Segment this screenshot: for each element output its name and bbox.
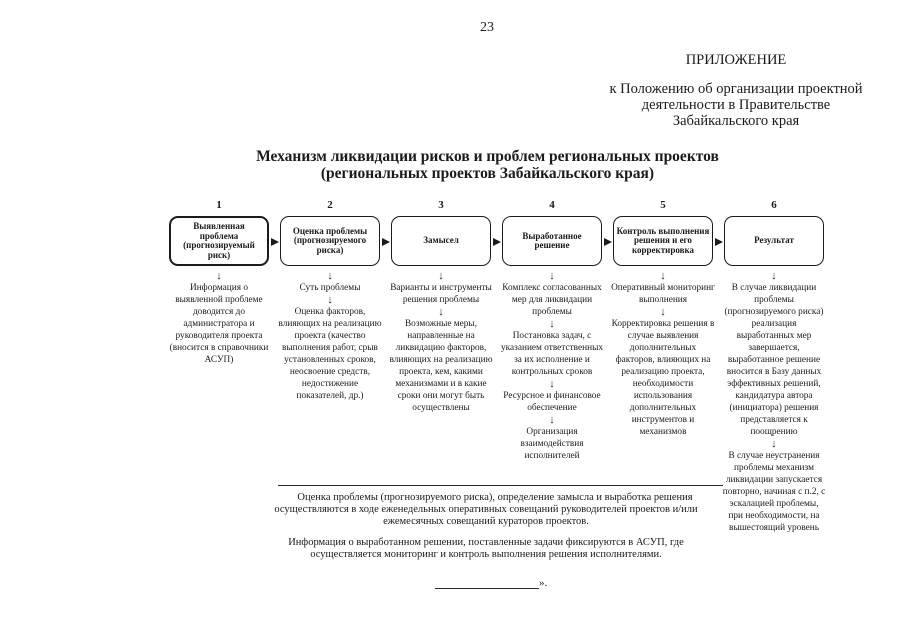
note-paragraph-1: Оценка проблемы (прогнозируемого риска),…: [274, 492, 698, 527]
flow-step-text: Суть проблемы: [299, 283, 361, 293]
stage-box-cell: Контроль выполнения решения и его коррек…: [613, 216, 723, 268]
flow-step-text: Информация о выявленной проблеме доводит…: [169, 283, 269, 365]
flow-column-3: ↓ Варианты и инструменты решения проблем…: [389, 270, 493, 534]
flow-column-4: ↓ Комплекс согласованных мер для ликвида…: [501, 270, 603, 534]
arrow-down-icon: ↓: [438, 306, 444, 318]
flow-step-text: Постановка задач, с указанием ответствен…: [501, 331, 603, 377]
step-number-6: 6: [771, 199, 777, 211]
stage-box-cell: Результат: [724, 216, 824, 268]
flow-column-2: ↓ Суть проблемы ↓ Оценка факторов, влияю…: [278, 270, 382, 534]
document-title: Механизм ликвидации рисков и проблем рег…: [70, 148, 905, 182]
arrow-right-icon: [271, 238, 279, 246]
appendix-line: Забайкальского края: [672, 113, 800, 129]
flow-step-text: Ресурсное и финансовое обеспечение: [503, 391, 601, 413]
stage-box-cell: Выработанное решение: [502, 216, 612, 268]
appendix-block: ПРИЛОЖЕНИЕ к Положению об организации пр…: [585, 52, 887, 129]
arrow-down-icon: ↓: [771, 438, 777, 450]
arrow-down-icon: ↓: [438, 270, 444, 282]
arrow-right-icon: [382, 238, 390, 246]
flow-step-text: В случае неустранения проблемы механизм …: [722, 451, 826, 533]
flow-diagram: 1 2 3 4 5 6 Выявленная проблема (прогноз…: [169, 199, 826, 534]
arrow-down-icon: ↓: [327, 270, 333, 282]
flow-step-text: Оперативный мониторинг выполнения: [611, 283, 715, 305]
flow-step-text: Комплекс согласованных мер для ликвидаци…: [502, 283, 602, 317]
arrow-down-icon: ↓: [216, 270, 222, 282]
arrow-right-icon: [604, 238, 612, 246]
arrow-down-icon: ↓: [660, 270, 666, 282]
flow-step-text: Корректировка решения в случае выявления…: [611, 319, 715, 437]
arrow-down-icon: ↓: [549, 378, 555, 390]
flow-step-text: В случае ликвидации проблемы (прогнозиру…: [724, 283, 824, 437]
step-number-2: 2: [327, 199, 333, 211]
arrow-down-icon: ↓: [660, 306, 666, 318]
page-number: 23: [480, 20, 494, 35]
stage-box-identified-problem: Выявленная проблема (прогнозируемый риск…: [169, 216, 269, 266]
arrow-right-icon: [493, 238, 501, 246]
closing-quote: ».: [435, 577, 547, 589]
flow-step-text: Организация взаимодействия исполнителей: [520, 427, 584, 461]
arrow-down-icon: ↓: [771, 270, 777, 282]
flow-step-text: Варианты и инструменты решения проблемы: [390, 283, 492, 305]
closing-underscore-line: [435, 577, 539, 589]
step-number-5: 5: [660, 199, 666, 211]
step-number-3: 3: [438, 199, 444, 211]
step-number-4: 4: [549, 199, 555, 211]
appendix-line: к Положению об организации проектной: [609, 81, 863, 97]
stage-box-developed-solution: Выработанное решение: [502, 216, 602, 266]
step-number-1: 1: [216, 199, 222, 211]
title-line-1: Механизм ликвидации рисков и проблем рег…: [256, 148, 719, 165]
title-line-2: (региональных проектов Забайкальского кр…: [320, 165, 655, 182]
appendix-line: деятельности в Правительстве: [641, 97, 831, 113]
stage-box-cell: Оценка проблемы (прогнозируемого риска): [280, 216, 390, 268]
flow-column-6: ↓ В случае ликвидации проблемы (прогнози…: [722, 270, 826, 534]
flow-column-5: ↓ Оперативный мониторинг выполнения ↓ Ко…: [611, 270, 715, 534]
flow-column-1: ↓ Информация о выявленной проблеме довод…: [169, 270, 269, 534]
arrow-down-icon: ↓: [327, 294, 333, 306]
footnote-separator: [278, 485, 723, 486]
appendix-label: ПРИЛОЖЕНИЕ: [685, 52, 787, 68]
arrow-down-icon: ↓: [549, 414, 555, 426]
arrow-right-icon: [715, 238, 723, 246]
stage-box-cell: Выявленная проблема (прогнозируемый риск…: [169, 216, 279, 268]
arrow-down-icon: ↓: [549, 318, 555, 330]
closing-quote-mark: ».: [539, 577, 548, 589]
stage-box-concept: Замысел: [391, 216, 491, 266]
stage-box-cell: Замысел: [391, 216, 501, 268]
arrow-down-icon: ↓: [549, 270, 555, 282]
flow-step-text: Оценка факторов, влияющих на реализацию …: [278, 307, 382, 401]
stage-box-problem-assessment: Оценка проблемы (прогнозируемого риска): [280, 216, 380, 266]
notes-block: Оценка проблемы (прогнозируемого риска),…: [255, 492, 717, 570]
stage-box-control: Контроль выполнения решения и его коррек…: [613, 216, 713, 266]
flow-step-text: Возможные меры, направленные на ликвидац…: [389, 319, 493, 413]
stage-box-result: Результат: [724, 216, 824, 266]
note-paragraph-2: Информация о выработанном решении, поста…: [288, 537, 684, 560]
